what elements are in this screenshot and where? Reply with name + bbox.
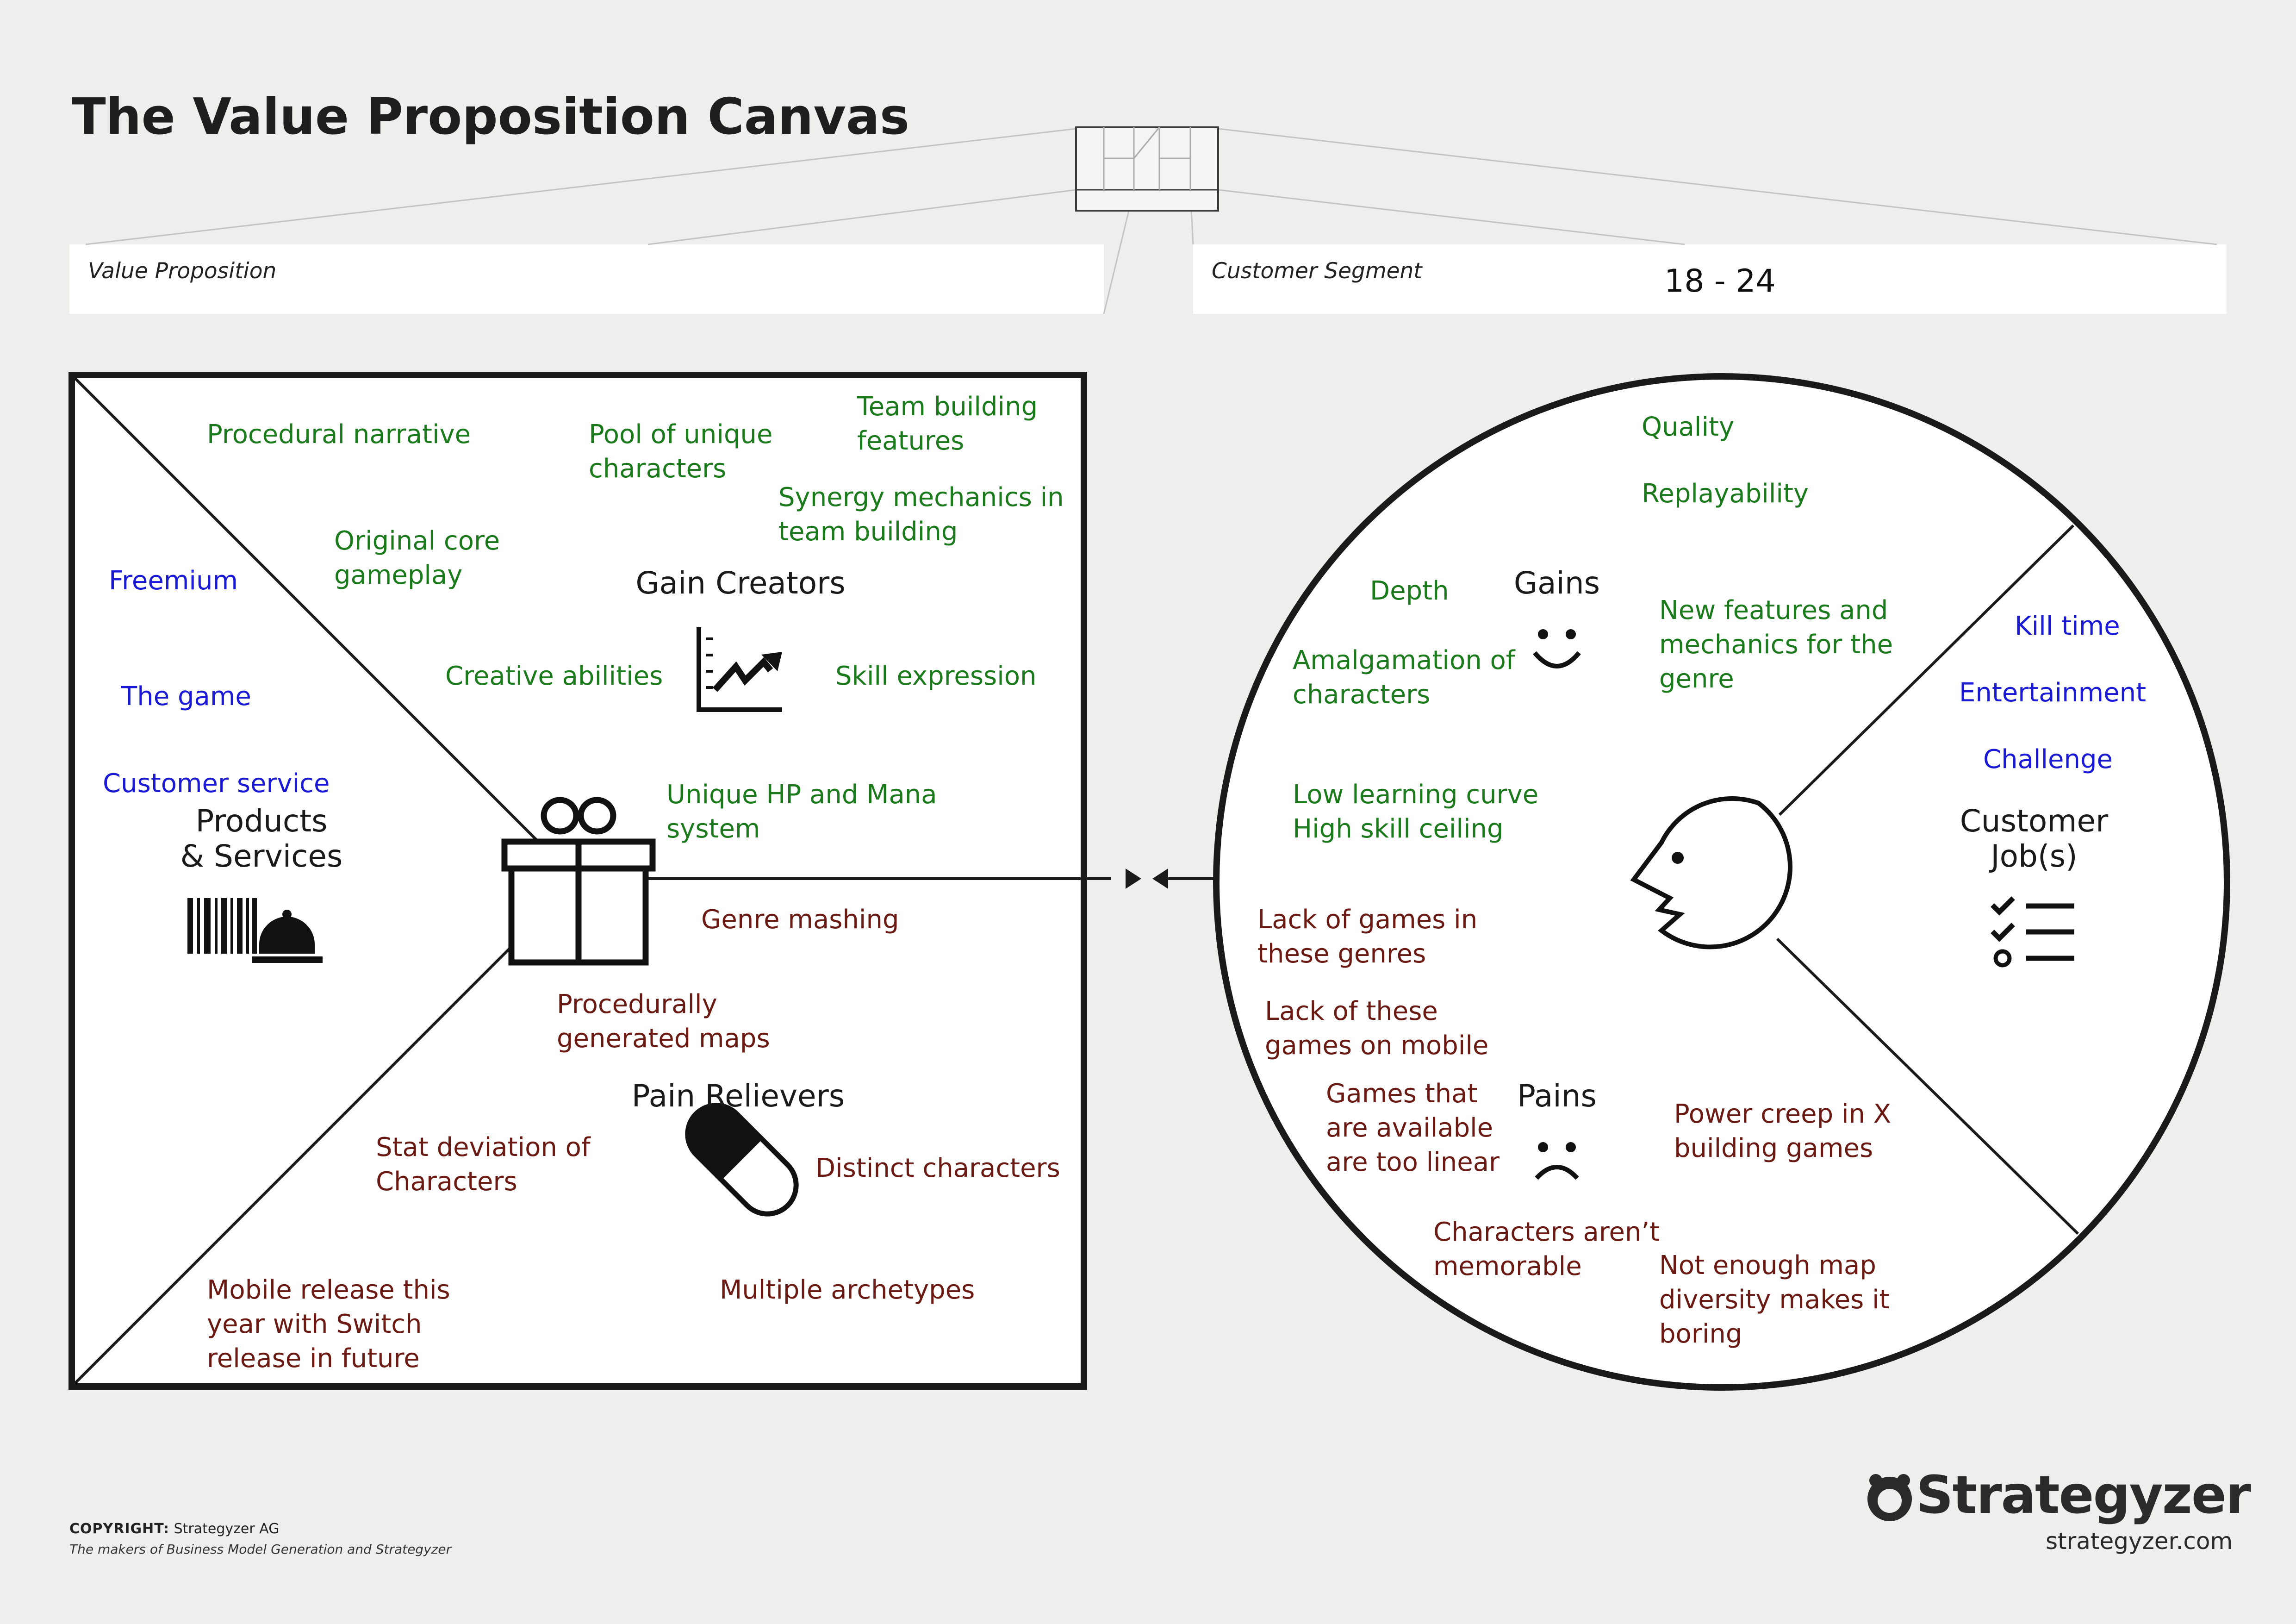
gain-creator-item[interactable]: Synergy mechanics in team building (778, 482, 1064, 547)
copyright-notice: COPYRIGHT: Strategyzer AG (69, 1521, 279, 1537)
product-service-item[interactable]: The game (121, 681, 251, 712)
gain-creator-item[interactable]: Original core gameplay (334, 526, 500, 590)
gain-item[interactable]: Low learning curve High skill ceiling (1293, 780, 1539, 844)
gift-icon (501, 797, 656, 966)
pain-item[interactable]: Lack of games in these genres (1257, 905, 1478, 969)
gain-item[interactable]: Quality (1642, 412, 1735, 442)
gain-creator-item[interactable]: Procedural narrative (207, 419, 471, 450)
smile-icon (1533, 629, 1581, 668)
pain-item[interactable]: Lack of these games on mobile (1265, 996, 1489, 1061)
pain-reliever-item[interactable]: Stat deviation of Characters (376, 1132, 591, 1197)
customer-segment-value: 18 - 24 (1664, 263, 1776, 300)
pain-item[interactable]: Characters aren’t memorable (1433, 1217, 1660, 1281)
barcode-cloche-icon (187, 898, 323, 963)
pain-reliever-item[interactable]: Procedurally generated maps (557, 989, 770, 1054)
brand-url[interactable]: strategyzer.com (2046, 1528, 2233, 1555)
face-profile-icon (1630, 796, 1792, 949)
gains-label: Gains (1513, 565, 1600, 601)
makers-tagline: The makers of Business Model Generation … (69, 1542, 452, 1557)
canvas-thumbnail-icon (1075, 126, 1219, 212)
gain-creator-item[interactable]: Unique HP and Mana system (666, 780, 937, 844)
gain-creators-label: Gain Creators (635, 565, 846, 601)
product-service-item[interactable]: Freemium (109, 566, 238, 596)
customer-segment-label: Customer Segment (1212, 258, 1422, 284)
frown-icon (1535, 1142, 1579, 1180)
thumbnail-guides (85, 128, 2217, 314)
gain-creator-item[interactable]: Creative abilities (445, 661, 663, 691)
page-title: The Value Proposition Canvas (72, 88, 910, 146)
pain-item[interactable]: Not enough map diversity makes it boring (1659, 1250, 1890, 1349)
customer-job-item[interactable]: Entertainment (1959, 678, 2147, 708)
gain-creator-item[interactable]: Pool of unique characters (589, 419, 773, 484)
gain-item[interactable]: Depth (1370, 576, 1449, 606)
gain-item[interactable]: New features and mechanics for the genre (1659, 595, 1893, 694)
checklist-icon (1991, 896, 2074, 968)
value-proposition-bar[interactable]: Value Proposition (69, 244, 1104, 314)
copyright-label: COPYRIGHT: (69, 1521, 170, 1537)
arrow-right-icon (1126, 868, 1141, 889)
pain-relievers-label: Pain Relievers (631, 1078, 845, 1114)
chart-up-icon (697, 627, 782, 712)
pain-item[interactable]: Games that are available are too linear (1326, 1079, 1500, 1177)
customer-job-item[interactable]: Kill time (2015, 611, 2120, 641)
products-services-label: Products & Services (180, 803, 343, 874)
gain-item[interactable]: Replayability (1642, 479, 1809, 509)
strategyzer-logo-icon (1867, 1474, 1912, 1521)
pill-icon (685, 1103, 799, 1217)
arrow-left-icon (1152, 868, 1168, 889)
value-proposition-label: Value Proposition (88, 258, 277, 284)
copyright-holder: Strategyzer AG (174, 1521, 280, 1537)
customer-jobs-label: Customer Job(s) (1960, 803, 2109, 874)
pain-reliever-item[interactable]: Multiple archetypes (720, 1275, 975, 1305)
pain-reliever-item[interactable]: Distinct characters (815, 1153, 1060, 1183)
pain-item[interactable]: Power creep in X building games (1674, 1099, 1892, 1163)
pain-reliever-item[interactable]: Mobile release this year with Switch rel… (207, 1275, 450, 1374)
gain-creator-item[interactable]: Team building features (857, 392, 1038, 456)
gain-item[interactable]: Amalgamation of characters (1293, 645, 1515, 710)
gain-creator-item[interactable]: Skill expression (835, 661, 1037, 691)
pains-label: Pains (1517, 1078, 1597, 1114)
customer-job-item[interactable]: Challenge (1983, 744, 2113, 775)
product-service-item[interactable]: Customer service (103, 768, 330, 799)
pain-reliever-item[interactable]: Genre mashing (701, 905, 899, 935)
brand-name[interactable]: Strategyzer (1916, 1465, 2251, 1525)
customer-segment-bar[interactable]: Customer Segment 18 - 24 (1193, 244, 2227, 314)
